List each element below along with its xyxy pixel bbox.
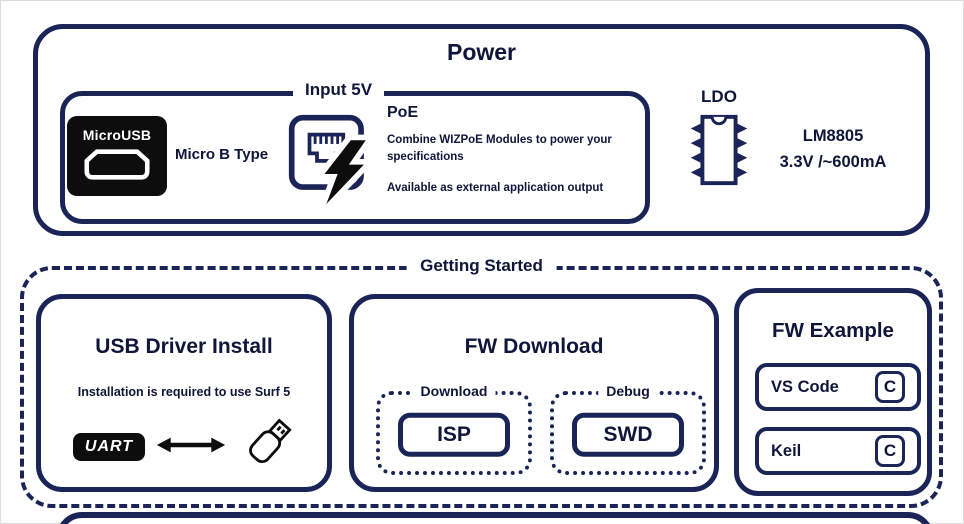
power-title: Power: [446, 39, 517, 65]
c-language-icon: C: [875, 371, 905, 403]
poe-ethernet-icon: [287, 108, 377, 210]
poe-description-1: Combine WIZPoE Modules to power your spe…: [387, 134, 612, 163]
microusb-badge-label: MicroUSB: [82, 126, 152, 143]
microusb-icon: MicroUSB: [67, 116, 167, 196]
fw-example-row-vscode: VS Code C: [755, 363, 921, 411]
usb-driver-flow: UART: [41, 413, 327, 481]
debug-label: Debug: [598, 383, 658, 399]
input-5v-label: Input 5V: [293, 80, 385, 100]
poe-title: PoE: [387, 104, 419, 121]
ldo-part-number: LM8805: [802, 127, 864, 145]
ldo-chip-icon: [686, 111, 752, 189]
input-5v-group: Input 5V MicroUSB Micro B Type: [60, 80, 650, 224]
microusb-connector-icon: [83, 148, 151, 186]
isp-button: ISP: [398, 412, 510, 457]
bidirectional-arrow-icon: [155, 433, 227, 462]
ldo-rating: 3.3V /~600mA: [779, 152, 887, 171]
download-group: Download ISP: [376, 383, 532, 475]
swd-button: SWD: [572, 412, 684, 457]
usb-driver-install-box: USB Driver Install Installation is requi…: [36, 294, 332, 492]
power-section: Power Input 5V MicroUSB Micro B Type: [33, 24, 930, 236]
micro-b-type-label: Micro B Type: [175, 146, 269, 163]
fw-example-row-keil: Keil C: [755, 427, 921, 475]
fw-example-title: FW Example: [772, 319, 894, 342]
fw-example-item-label: Keil: [771, 441, 802, 460]
usb-driver-install-title: USB Driver Install: [95, 335, 273, 358]
fw-download-title: FW Download: [464, 335, 604, 358]
lightning-icon: [324, 140, 366, 204]
getting-started-section: Getting Started USB Driver Install Insta…: [20, 256, 943, 508]
usb-driver-install-note: Installation is required to use Surf 5: [77, 385, 291, 399]
ldo-label: LDO: [701, 87, 737, 106]
fw-example-box: FW Example VS Code C Keil C: [734, 288, 932, 496]
uart-badge: UART: [72, 433, 146, 461]
c-language-icon: C: [875, 435, 905, 467]
getting-started-label: Getting Started: [406, 256, 557, 276]
download-label: Download: [412, 383, 496, 399]
fw-download-box: FW Download Download ISP Debug SWD: [349, 294, 719, 492]
usb-stick-icon: [237, 416, 295, 479]
poe-description-2: Available as external application output: [387, 182, 604, 194]
debug-group: Debug SWD: [550, 383, 706, 475]
bottom-partial-box: [56, 512, 934, 524]
fw-example-item-label: VS Code: [771, 377, 839, 396]
ldo-info: LM8805 3.3V /~600mA: [743, 124, 923, 175]
